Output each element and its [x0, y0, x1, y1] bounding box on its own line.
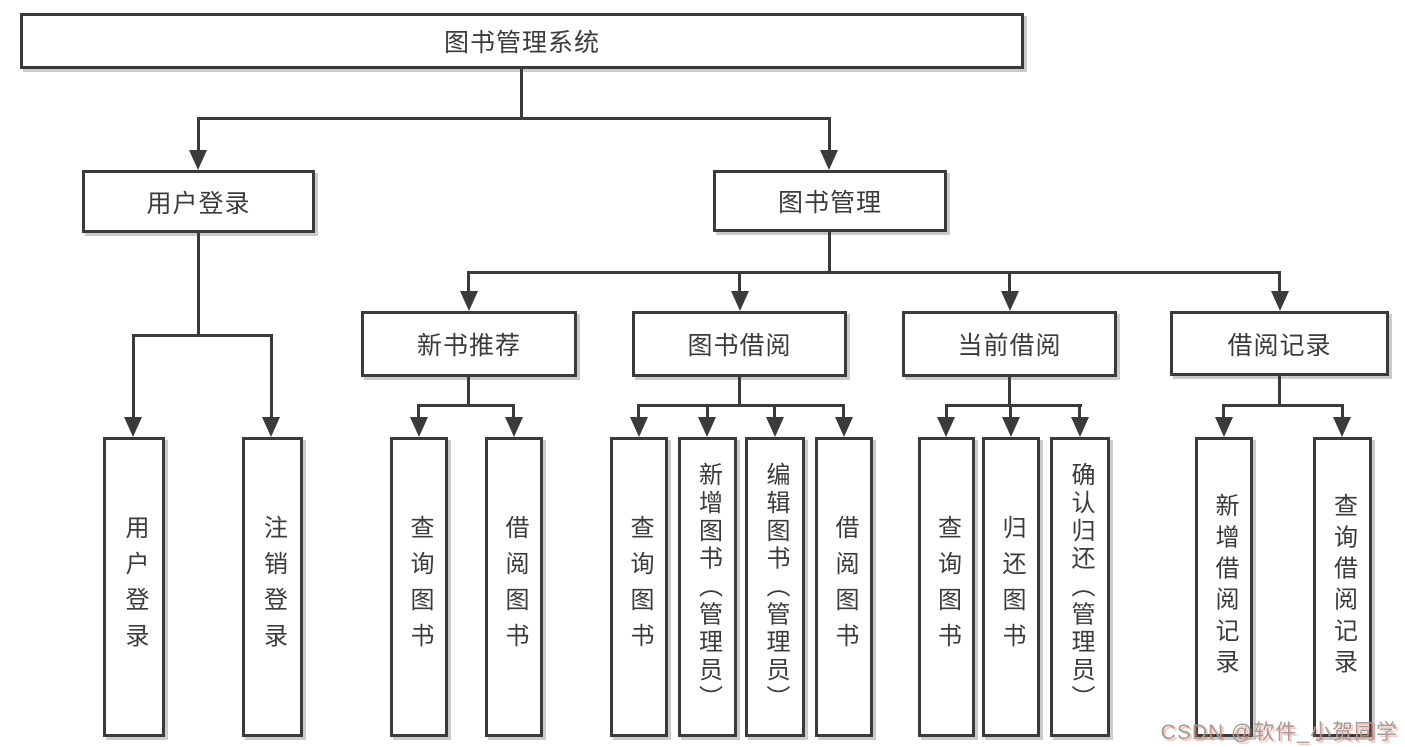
connector-drop: [1008, 273, 1011, 291]
connector-drop: [467, 273, 470, 291]
arrow-down-icon: [262, 417, 280, 437]
connector-drop: [270, 336, 273, 417]
connector-drop: [417, 406, 420, 417]
leaf-logout: 注销登录: [242, 437, 303, 737]
connector-drop: [1341, 406, 1344, 417]
leaf-borrowing-add-books-admin: 新增图书（管理员）: [678, 437, 737, 737]
arrow-down-icon: [1002, 417, 1020, 437]
node-borrow-records: 借阅记录: [1170, 311, 1389, 376]
node-book-borrowing-label: 图书借阅: [687, 332, 792, 360]
arrow-down-icon: [460, 291, 478, 311]
connector-stem: [467, 377, 470, 406]
node-current-borrowing: 当前借阅: [902, 311, 1117, 377]
leaf-current-query-books-label: 查询图书: [933, 515, 961, 659]
arrow-down-icon: [410, 417, 428, 437]
arrow-down-icon: [1001, 291, 1019, 311]
connector-stem: [828, 232, 831, 273]
leaf-current-confirm-return-admin-label: 确认归还（管理员）: [1067, 461, 1094, 713]
leaf-current-confirm-return-admin: 确认归还（管理员）: [1050, 437, 1110, 737]
leaf-current-return-books: 归还图书: [982, 437, 1040, 737]
connector-rail: [417, 404, 515, 407]
arrow-down-icon: [731, 291, 749, 311]
connector-drop: [132, 336, 135, 417]
connector-drop: [828, 119, 831, 150]
leaf-current-return-books-label: 归还图书: [998, 515, 1025, 659]
leaf-records-add-record-label: 新增借阅记录: [1211, 493, 1238, 681]
leaf-borrowing-add-books-admin-label: 新增图书（管理员）: [694, 461, 722, 713]
arrow-down-icon: [698, 417, 716, 437]
leaf-records-query-record-label: 查询借阅记录: [1329, 493, 1357, 681]
leaf-newbook-borrow-books: 借阅图书: [485, 437, 543, 737]
connector-drop: [512, 406, 515, 417]
node-book-borrowing: 图书借阅: [632, 311, 847, 377]
leaf-records-add-record: 新增借阅记录: [1195, 437, 1253, 737]
leaf-records-query-record: 查询借阅记录: [1313, 437, 1372, 737]
connector-drop: [706, 406, 709, 417]
arrow-down-icon: [1071, 417, 1089, 437]
connector-drop: [1078, 406, 1081, 417]
node-new-book-recommend: 新书推荐: [361, 311, 577, 377]
leaf-borrowing-edit-books-admin: 编辑图书（管理员）: [745, 437, 805, 737]
connector-drop: [738, 273, 741, 291]
connector-stem: [1008, 377, 1011, 406]
connector-stem: [738, 377, 741, 406]
node-book-management-label: 图书管理: [777, 189, 882, 217]
leaf-current-query-books: 查询图书: [918, 437, 975, 737]
leaf-borrowing-query-books: 查询图书: [610, 437, 668, 737]
leaf-user-login: 用户登录: [103, 437, 165, 737]
arrow-down-icon: [766, 417, 784, 437]
connector-rail: [467, 271, 1281, 274]
leaf-newbook-query-books: 查询图书: [390, 437, 448, 737]
arrow-down-icon: [820, 150, 838, 170]
connector-rail: [197, 117, 831, 120]
connector-drop: [637, 406, 640, 417]
leaf-borrowing-query-books-label: 查询图书: [626, 515, 653, 659]
leaf-borrowing-edit-books-admin-label: 编辑图书（管理员）: [762, 461, 789, 713]
leaf-borrowing-borrow-books: 借阅图书: [815, 437, 873, 737]
arrow-down-icon: [189, 150, 207, 170]
node-current-borrowing-label: 当前借阅: [957, 332, 1062, 360]
node-user-login: 用户登录: [82, 170, 315, 233]
connector-drop: [1278, 273, 1281, 291]
node-book-management: 图书管理: [713, 170, 947, 232]
arrow-down-icon: [1271, 291, 1289, 311]
connector-rail: [132, 334, 273, 337]
connector-stem: [197, 233, 200, 335]
connector-stem: [520, 68, 523, 120]
arrow-down-icon: [505, 417, 523, 437]
connector-drop: [773, 406, 776, 417]
arrow-down-icon: [1333, 417, 1351, 437]
arrow-down-icon: [630, 417, 648, 437]
arrow-down-icon: [937, 417, 955, 437]
leaf-logout-label: 注销登录: [259, 515, 287, 659]
node-borrow-records-label: 借阅记录: [1227, 331, 1332, 360]
node-library-system-label: 图书管理系统: [443, 29, 600, 57]
connector-stem: [1278, 376, 1281, 406]
watermark: CSDN @软件_小贺同学: [1160, 721, 1398, 744]
connector-drop: [842, 406, 845, 417]
connector-drop: [945, 406, 948, 417]
node-user-login-label: 用户登录: [146, 189, 251, 218]
connector-rail: [945, 404, 1082, 407]
connector-drop: [197, 119, 200, 150]
arrow-down-icon: [1215, 417, 1233, 437]
leaf-newbook-borrow-books-label: 借阅图书: [501, 515, 528, 659]
leaf-borrowing-borrow-books-label: 借阅图书: [831, 515, 858, 659]
connector-rail: [637, 404, 845, 407]
connector-rail: [1222, 404, 1344, 407]
connector-drop: [1009, 406, 1012, 417]
arrow-down-icon: [835, 417, 853, 437]
node-library-system: 图书管理系统: [20, 13, 1024, 69]
leaf-newbook-query-books-label: 查询图书: [406, 515, 433, 659]
arrow-down-icon: [124, 417, 142, 437]
node-new-book-recommend-label: 新书推荐: [416, 332, 521, 360]
connector-drop: [1222, 406, 1225, 417]
leaf-user-login-label: 用户登录: [121, 515, 148, 659]
